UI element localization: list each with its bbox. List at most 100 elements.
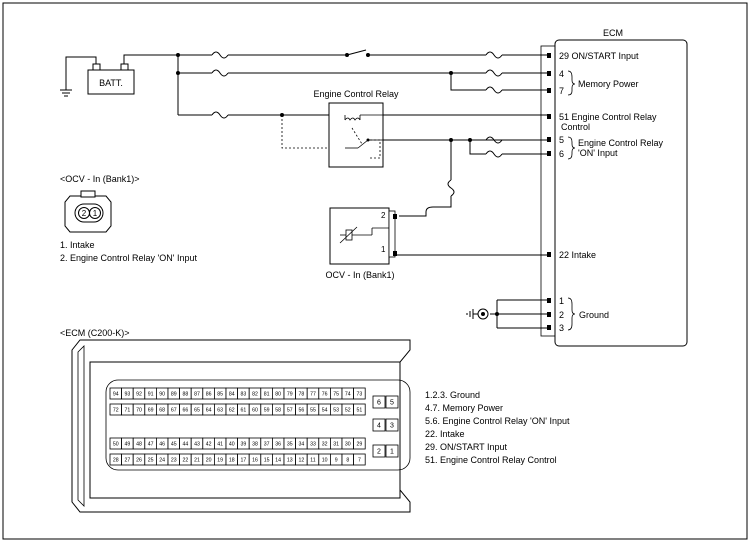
ecm-connector-side-pin: 6: [372, 395, 386, 409]
ecm-connector-pin-label: 88: [183, 392, 189, 398]
ecm-title: ECM: [603, 28, 623, 38]
ecm-connector-pin: 8: [341, 453, 355, 466]
ecm-connector-pin: 86: [202, 387, 215, 400]
ecm-connector-pin-label: 85: [217, 392, 223, 398]
ecm-connector-pin-label: 9: [335, 458, 338, 464]
ecm-connector-pin: 49: [121, 437, 134, 450]
fuse-icon: [485, 86, 503, 94]
ecm-connector-pin-label: 20: [206, 458, 212, 464]
fuse-icon: [211, 69, 229, 77]
ecm-connector-pin-label: 79: [287, 392, 293, 398]
ecm-connector-pin: 33: [306, 437, 320, 450]
ecm-connector-pin: 16: [248, 453, 262, 466]
ecm-connector-pin: 81: [260, 387, 273, 400]
ecm-connector-pin: 7: [353, 453, 366, 466]
ecm-connector-pin-label: 93: [125, 392, 131, 398]
ocv-pin-1: 1: [381, 245, 386, 254]
ecm-connector-pin-label: 77: [310, 392, 316, 398]
ecm-connector-pin-label: 22: [183, 458, 189, 464]
ecm-connector-pin-label: 81: [264, 392, 270, 398]
ecm-connector-pin-label: 10: [322, 458, 328, 464]
ecm-connector-pin-label: 38: [252, 442, 258, 448]
ecm-connector-pin: 12: [295, 453, 308, 466]
ecm-connector-pin-label: 35: [287, 442, 293, 448]
ecm-connector-pin-label: 80: [275, 392, 281, 398]
ecm-connector-pin: 60: [248, 403, 262, 416]
ecm-legend-2: 4.7. Memory Power: [425, 403, 503, 413]
ecm-connector-pin-label: 60: [252, 408, 258, 414]
ecm-connector-pin-label: 25: [148, 458, 154, 464]
ecm-connector-pin: 93: [121, 387, 134, 400]
ecm-connector-pin-label: 71: [125, 408, 131, 414]
ecm-pin-51-label: 51 Engine Control Relay: [559, 112, 657, 122]
ecm-connector-pin-label: 64: [206, 408, 212, 414]
fuse-icon: [485, 150, 503, 158]
ecm-connector-pin-label: 70: [136, 408, 142, 414]
ecm-connector-pin: 54: [318, 403, 331, 416]
ecm-connector-pin-label: 75: [333, 392, 339, 398]
ecm-connector-pin-label: 37: [264, 442, 270, 448]
ecm-connector-pin: 39: [237, 437, 250, 450]
ecm-legend-5: 29. ON/START Input: [425, 442, 508, 452]
ecm-connector-pin-label: 63: [217, 408, 223, 414]
ecm-connector-pin: 27: [121, 453, 134, 466]
ecm-connector-pin-label: 94: [113, 392, 119, 398]
relay-label: Engine Control Relay: [313, 89, 399, 99]
ocv-connector-pin-1: 1: [93, 209, 98, 218]
ecm-connector-pin: 57: [283, 403, 297, 416]
ecm-connector-pin-label: 17: [241, 458, 247, 464]
ecm-connector-pin: 83: [237, 387, 250, 400]
ecm-connector-side-pin: 4: [372, 418, 386, 432]
ecm-connector-pin: 18: [225, 453, 239, 466]
ecm-connector-pin-label: 54: [322, 408, 328, 414]
ecm-connector-pin: 89: [167, 387, 181, 400]
ecm-pin-3-label: 3: [559, 323, 564, 333]
ecm-connector-pin: 82: [248, 387, 262, 400]
ground-icon: [466, 308, 489, 320]
ocv-connector-title: <OCV - In (Bank1)>: [60, 174, 140, 184]
ecm-connector-pin: 9: [329, 453, 343, 466]
fuse-icon: [211, 111, 229, 119]
ecm-connector-pin: 70: [132, 403, 146, 416]
ecm-connector-pin-label: 48: [136, 442, 142, 448]
ecm-connector-pin-label: 14: [275, 458, 281, 464]
ecm-connector-pin: 94: [109, 387, 123, 400]
ecm-connector-pin-label: 73: [357, 392, 363, 398]
ecm-connector-pin: 42: [202, 437, 215, 450]
ecm-connector-pin-label: 28: [113, 458, 119, 464]
ecm-legend-1: 1.2.3. Ground: [425, 390, 480, 400]
ecm-pin-5-label: 5: [559, 135, 564, 145]
ecm-connector-pin-label: 49: [125, 442, 131, 448]
ecm-connector-pin: 78: [295, 387, 308, 400]
ecm-connector-pin: 88: [179, 387, 192, 400]
ecm-connector-pin-label: 40: [229, 442, 235, 448]
ecm-pin-22-label: 22 Intake: [559, 250, 596, 260]
ecm-connector-pin: 20: [202, 453, 215, 466]
ecm-connector-pin-label: 24: [159, 458, 165, 464]
ocv-box: [329, 207, 390, 265]
ecm-connector-pin-label: 11: [310, 458, 315, 464]
ecm-connector-pin-label: 82: [252, 392, 258, 398]
ecm-connector-pin-label: 61: [241, 408, 247, 414]
ecm-ecr-on-label: Engine Control Relay: [578, 138, 664, 148]
ecm-connector-pin: 24: [155, 453, 169, 466]
ecm-connector-pin-label: 67: [171, 408, 177, 414]
ecm-connector-pin: 65: [190, 403, 204, 416]
ecm-connector-pin-label: 47: [148, 442, 154, 448]
ecm-connector-pin-label: 32: [322, 442, 328, 448]
ecm-connector-pin: 63: [213, 403, 227, 416]
ecm-connector-pin-label: 19: [217, 458, 223, 464]
battery-body: [87, 69, 135, 95]
ecm-connector-pin-label: 12: [299, 458, 305, 464]
ecm-connector-pin: 30: [341, 437, 355, 450]
ecm-connector-pin: 67: [167, 403, 181, 416]
ecm-connector-side-pin-label: 2: [377, 449, 381, 456]
switch-icon: [345, 49, 370, 57]
fuse-icon: [485, 136, 503, 144]
ecm-connector-side-pin: 1: [385, 444, 399, 458]
ecm-connector-pin: 80: [271, 387, 285, 400]
ecm-connector-pin: 52: [341, 403, 355, 416]
ecm-connector-pin: 73: [353, 387, 366, 400]
ground-icon: [60, 89, 72, 97]
